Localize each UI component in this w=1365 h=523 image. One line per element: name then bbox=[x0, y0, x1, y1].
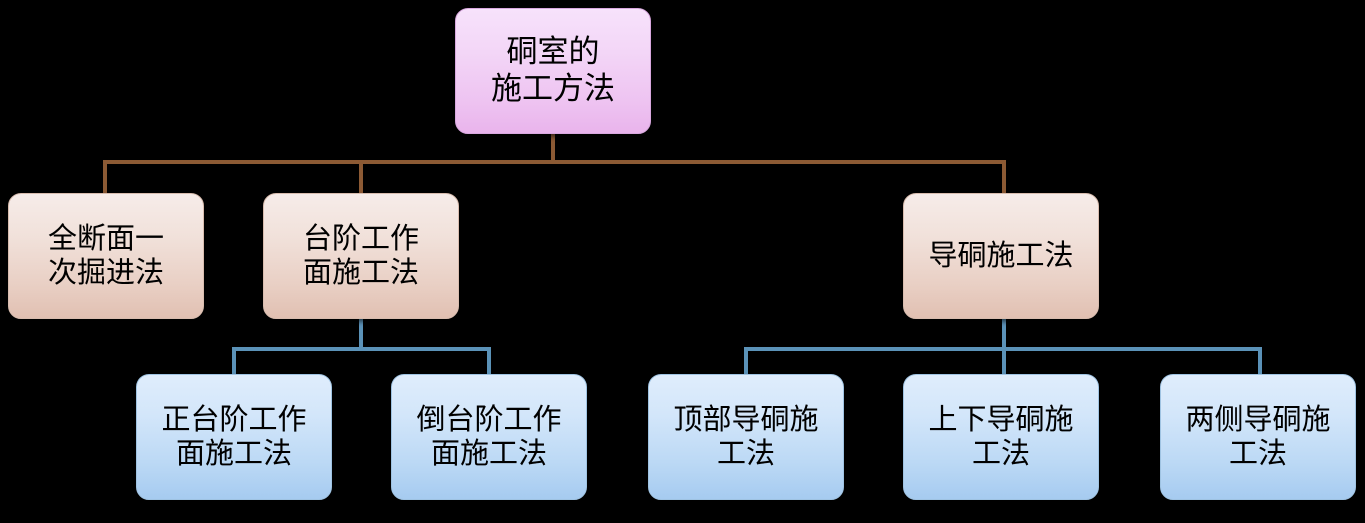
node-full-face-single-excavation[interactable]: 全断面一 次掘进法 bbox=[8, 193, 204, 319]
connector-drop-l2-3 bbox=[1002, 160, 1006, 194]
connector-drop-l2-2 bbox=[359, 160, 363, 194]
connector-l2-2-stem bbox=[359, 318, 363, 351]
connector-drop-l3-2 bbox=[487, 347, 491, 376]
connector-drop-l3-1 bbox=[232, 347, 236, 376]
connector-drop-l3-3 bbox=[744, 347, 748, 376]
node-top-pilot-tunnel-method[interactable]: 顶部导硐施 工法 bbox=[648, 374, 844, 500]
node-both-sides-pilot-tunnel-method[interactable]: 两侧导硐施 工法 bbox=[1160, 374, 1356, 500]
node-inverted-bench-working-face-method[interactable]: 倒台阶工作 面施工法 bbox=[391, 374, 587, 500]
connector-drop-l3-4 bbox=[1002, 347, 1006, 376]
node-upper-lower-pilot-tunnel-method[interactable]: 上下导硐施 工法 bbox=[903, 374, 1099, 500]
node-normal-bench-working-face-method[interactable]: 正台阶工作 面施工法 bbox=[136, 374, 332, 500]
connector-drop-l2-1 bbox=[103, 160, 107, 194]
connector-root-stem bbox=[551, 133, 555, 164]
connector-l2-2-bus bbox=[232, 347, 491, 351]
connector-l2-3-stem bbox=[1002, 318, 1006, 351]
node-bench-working-face-method[interactable]: 台阶工作 面施工法 bbox=[263, 193, 459, 319]
connector-level2-bus bbox=[103, 160, 1006, 164]
node-root-construction-method[interactable]: 硐室的 施工方法 bbox=[455, 8, 651, 134]
connector-drop-l3-5 bbox=[1258, 347, 1262, 376]
node-pilot-tunnel-method[interactable]: 导硐施工法 bbox=[903, 193, 1099, 319]
